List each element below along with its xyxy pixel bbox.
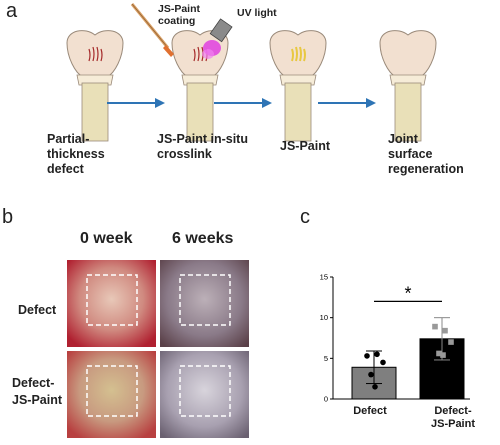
arrow-icon	[107, 98, 165, 108]
knee-illustration-1	[66, 30, 124, 142]
column-label-0-week: 0 week	[80, 230, 133, 247]
arrow-icon	[318, 98, 376, 108]
column-label-6-weeks: 6 weeks	[172, 230, 234, 247]
data-point	[372, 384, 378, 390]
data-point	[442, 327, 448, 334]
paint-brush-icon	[130, 3, 174, 57]
photo-js-paint-6-weeks	[160, 351, 249, 438]
data-point	[440, 352, 446, 358]
step-label-js-paint: JS-Paint	[280, 139, 331, 153]
data-point	[436, 350, 442, 357]
panel-a-letter: a	[6, 0, 18, 22]
data-point	[448, 339, 454, 345]
photo-defect-6-weeks	[160, 260, 249, 347]
y-tick-label: 0	[324, 395, 328, 404]
data-point	[374, 351, 380, 358]
y-tick-label: 10	[320, 313, 328, 322]
panel-c-letter: c	[300, 206, 310, 228]
bar-chart: 0 5 10 15 *	[320, 273, 470, 404]
step-label-defect: Partial- thickness defect	[47, 132, 105, 176]
knee-illustration-3	[269, 30, 327, 142]
y-tick-label: 15	[320, 273, 328, 282]
row-label-defect: Defect	[18, 303, 57, 317]
y-tick-label: 5	[324, 354, 328, 363]
panel-b-letter: b	[2, 206, 14, 228]
arrow-icon	[214, 98, 272, 108]
step-label-crosslink: JS-Paint in-situ crosslink	[157, 132, 248, 161]
defect-marks	[88, 46, 103, 62]
uv-lamp-icon	[202, 18, 233, 59]
uv-light-label: UV light	[237, 7, 277, 19]
row-label-defect-js-paint: Defect- JS-Paint	[12, 376, 63, 407]
category-label-js-paint: Defect-JS-Paint	[430, 405, 475, 430]
category-label-defect: Defect	[353, 405, 387, 417]
data-point	[368, 371, 374, 378]
data-point	[380, 359, 386, 366]
knee-illustration-4	[379, 30, 437, 142]
photo-js-paint-0-week	[67, 351, 156, 438]
photo-defect-0-week	[67, 260, 156, 347]
data-point	[364, 353, 370, 359]
data-point	[432, 323, 438, 330]
paint-coating-label: JS-Paint coating	[158, 3, 201, 27]
step-label-regeneration: Joint surface regeneration	[388, 132, 464, 176]
significance-star: *	[404, 283, 411, 303]
paint-fill-marks	[291, 46, 306, 62]
